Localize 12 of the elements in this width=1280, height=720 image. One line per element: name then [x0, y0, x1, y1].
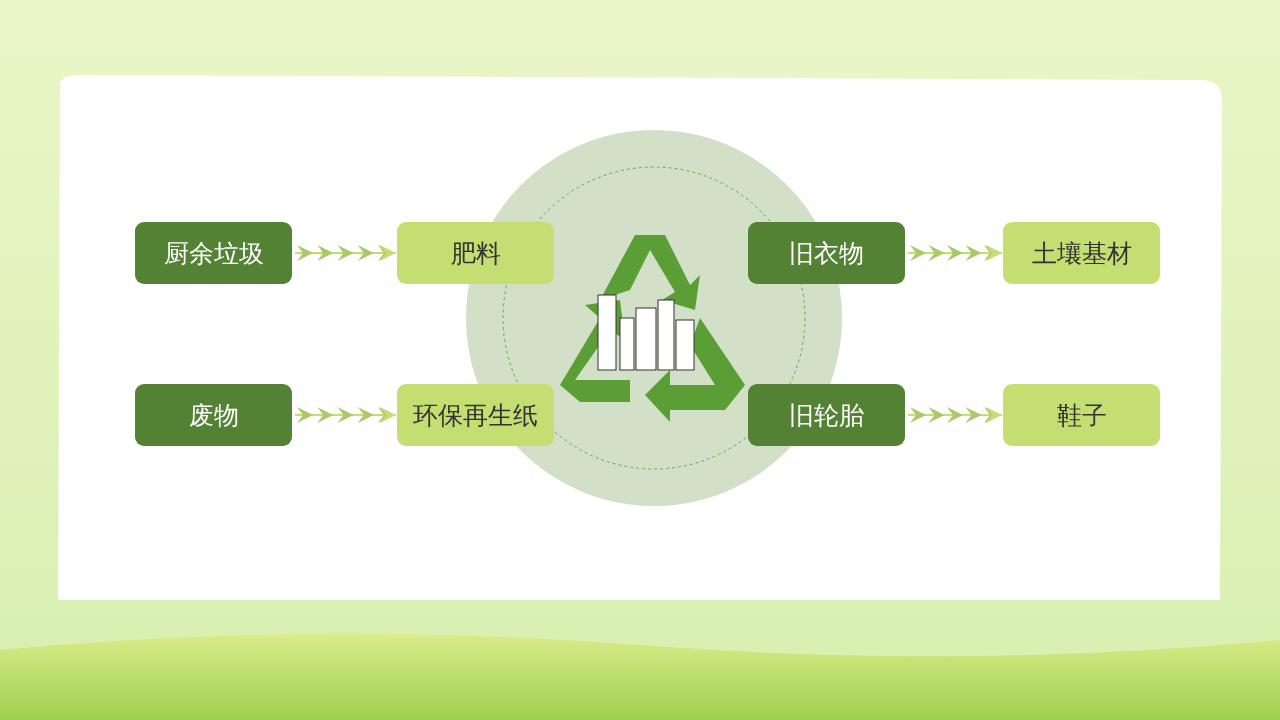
process-box: 旧轮胎 — [748, 384, 905, 446]
process-box: 厨余垃圾 — [135, 222, 292, 284]
chevron-arrow — [907, 407, 1003, 423]
chevron-arrow — [294, 245, 397, 261]
chevron-arrow — [907, 245, 1003, 261]
process-box: 肥料 — [397, 222, 554, 284]
process-box: 废物 — [135, 384, 292, 446]
process-box: 环保再生纸 — [397, 384, 554, 446]
chevron-arrow — [294, 407, 397, 423]
process-box: 鞋子 — [1003, 384, 1160, 446]
process-box: 旧衣物 — [748, 222, 905, 284]
process-box: 土壤基材 — [1003, 222, 1160, 284]
